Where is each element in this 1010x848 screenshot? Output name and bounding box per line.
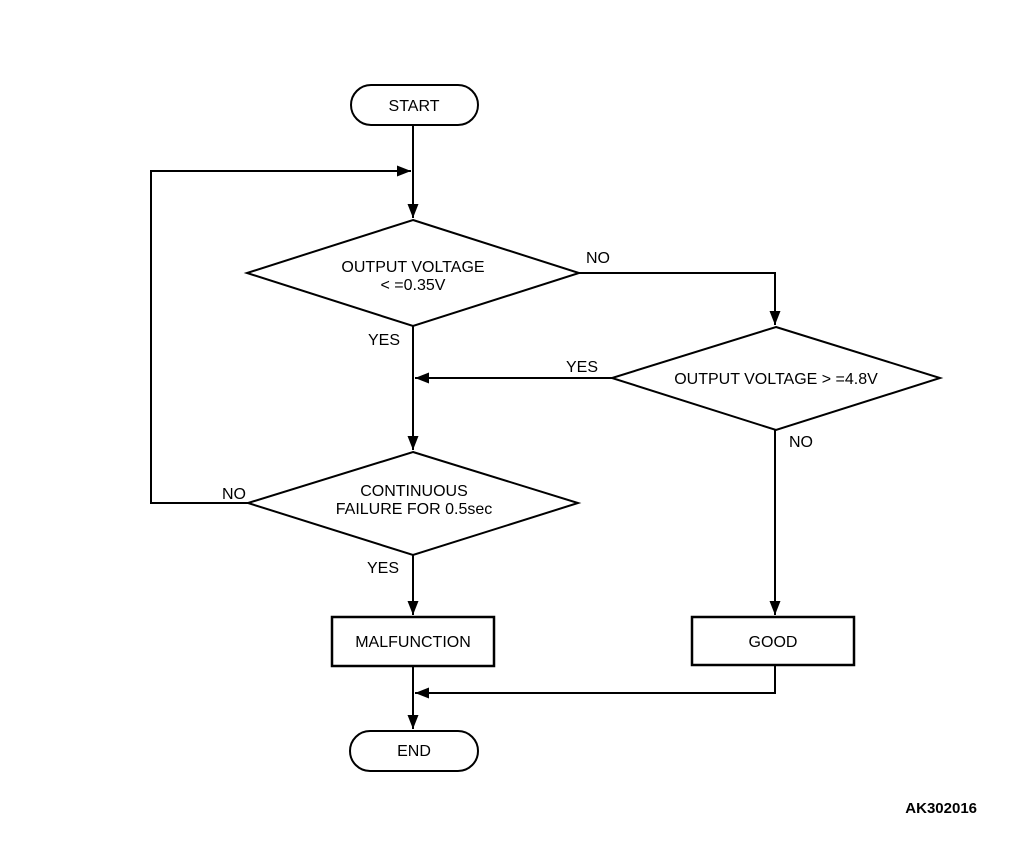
node-decision-continuous-failure: CONTINUOUS FAILURE FOR 0.5sec [244,450,582,557]
decision1-diamond-shape [243,218,583,328]
figure-code: AK302016 [905,800,977,817]
node-decision-output-voltage-high: OUTPUT VOLTAGE > =4.8V [608,325,944,432]
edge-label-decision3-yes: YES [367,560,399,577]
edge-good-to-end-junction [415,665,776,699]
decision3-label-line1: CONTINUOUS [360,483,468,500]
good-label: GOOD [749,634,798,651]
edge-decision1-no-to-decision2 [579,272,781,325]
node-start: START [350,84,479,126]
decision3-label-line2: FAILURE FOR 0.5sec [336,501,493,518]
edge-decision3-no-loop [150,165,411,504]
node-decision-output-voltage-low: OUTPUT VOLTAGE < =0.35V [243,218,583,328]
malfunction-label: MALFUNCTION [355,634,471,651]
start-terminator-shape [350,84,479,126]
edge-label-decision1-yes: YES [368,332,400,349]
node-end: END [349,730,479,772]
edge-label-decision3-no: NO [222,486,246,503]
edge-label-decision1-no: NO [586,250,610,267]
start-label: START [389,98,440,115]
malfunction-box-shape [330,615,496,668]
node-good: GOOD [690,615,856,667]
node-malfunction: MALFUNCTION [330,615,496,668]
decision2-label: OUTPUT VOLTAGE > =4.8V [674,371,878,388]
end-label: END [397,743,431,760]
end-terminator-shape [349,730,479,772]
decision2-diamond-shape [608,325,944,432]
decision3-diamond-shape [244,450,582,557]
edge-label-decision2-no: NO [789,434,813,451]
good-box-shape [690,615,856,667]
decision1-label-line1: OUTPUT VOLTAGE [341,259,484,276]
decision1-label-line2: < =0.35V [381,277,446,294]
edge-label-decision2-yes: YES [566,359,598,376]
